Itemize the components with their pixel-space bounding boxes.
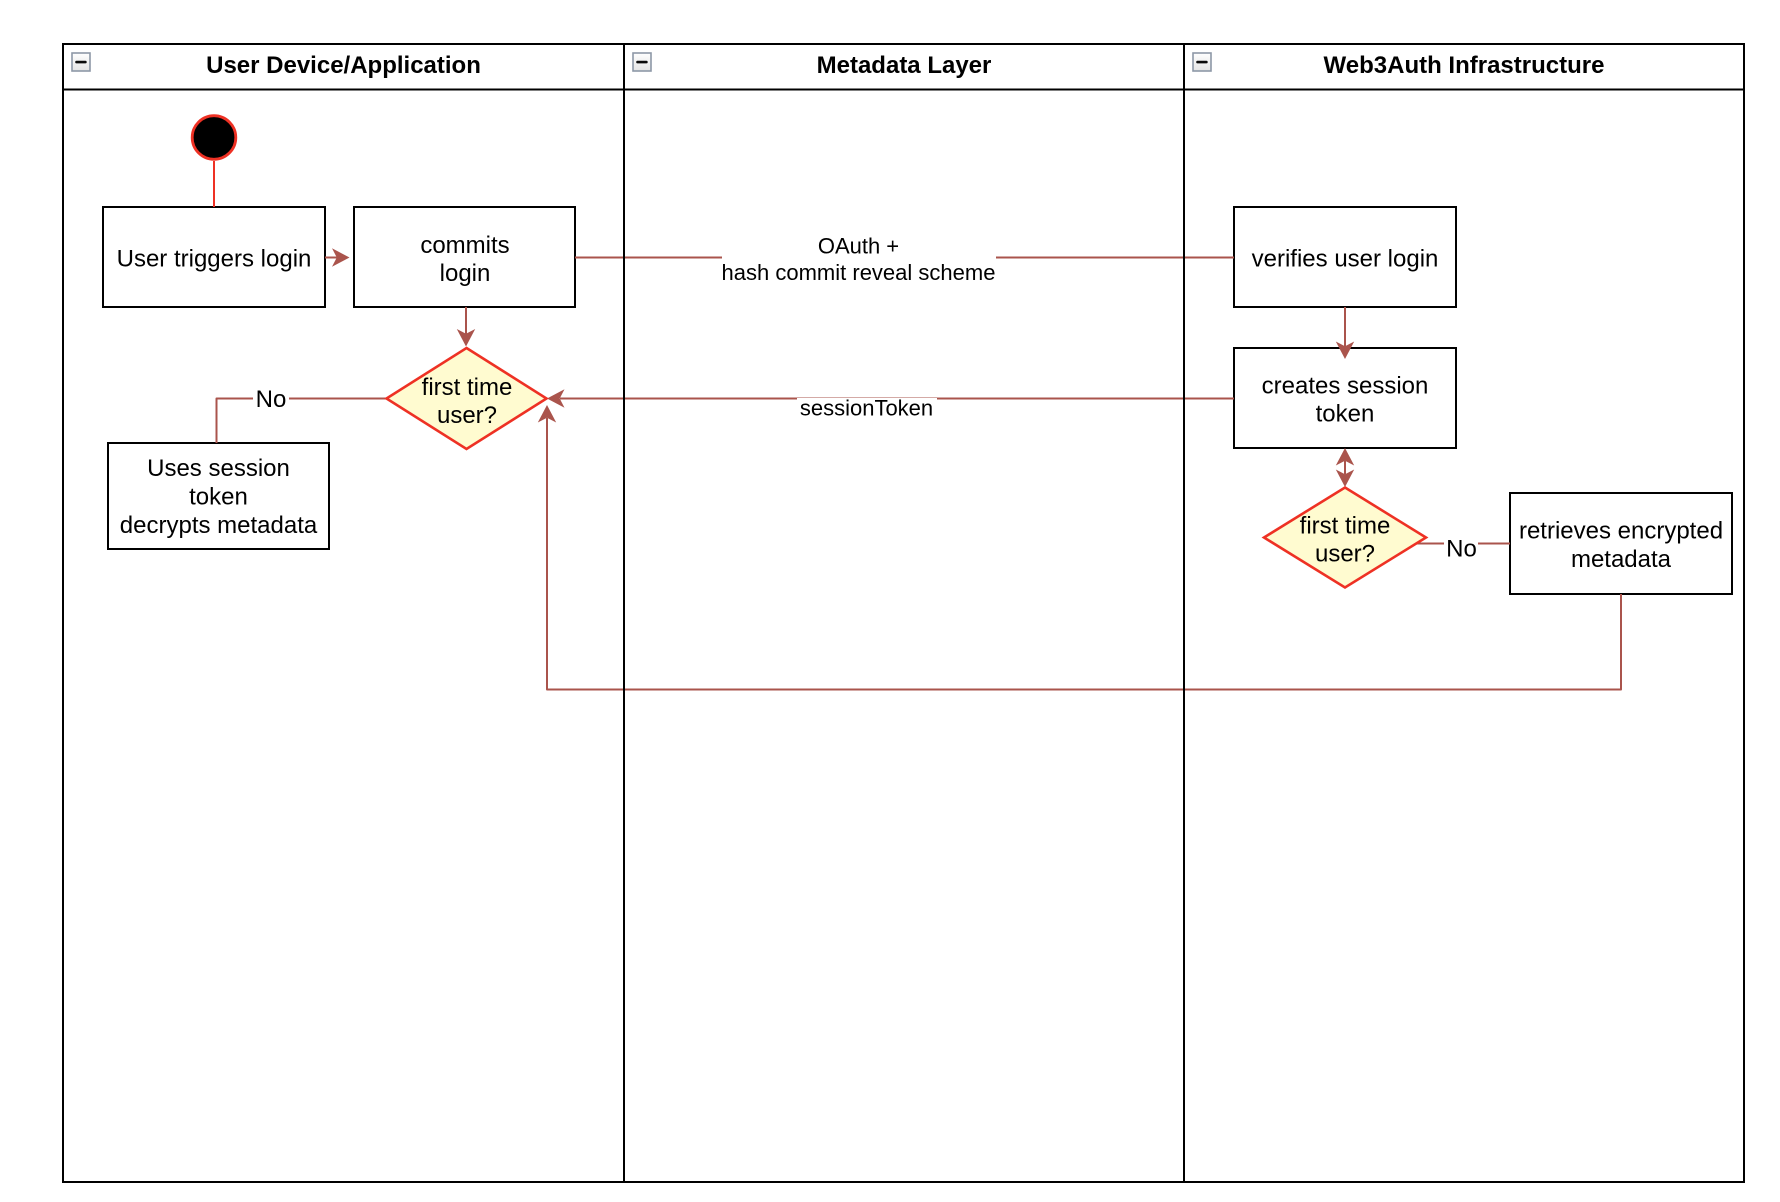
svg-text:token: token [1316,401,1375,428]
svg-text:user?: user? [437,402,497,429]
svg-text:User Device/Application: User Device/Application [206,52,481,79]
svg-text:OAuth +: OAuth + [818,234,899,259]
svg-text:No: No [256,386,287,413]
svg-text:first time: first time [422,374,513,401]
svg-text:No: No [1446,536,1477,563]
svg-text:metadata: metadata [1571,546,1672,573]
svg-text:creates session: creates session [1262,373,1429,400]
svg-text:verifies user login: verifies user login [1252,246,1439,273]
svg-text:token: token [189,484,248,511]
svg-text:Web3Auth Infrastructure: Web3Auth Infrastructure [1324,52,1605,79]
svg-text:decrypts metadata: decrypts metadata [120,512,318,539]
svg-text:sessionToken: sessionToken [800,396,933,421]
svg-text:login: login [440,260,491,287]
svg-text:user?: user? [1315,541,1375,568]
svg-text:Metadata Layer: Metadata Layer [817,52,992,79]
svg-text:hash commit reveal scheme: hash commit reveal scheme [722,260,996,285]
svg-text:retrieves encrypted: retrieves encrypted [1519,518,1723,545]
svg-text:Uses session: Uses session [147,455,290,482]
svg-text:commits: commits [420,232,509,259]
svg-text:User triggers login: User triggers login [117,246,312,273]
svg-text:first time: first time [1300,513,1391,540]
